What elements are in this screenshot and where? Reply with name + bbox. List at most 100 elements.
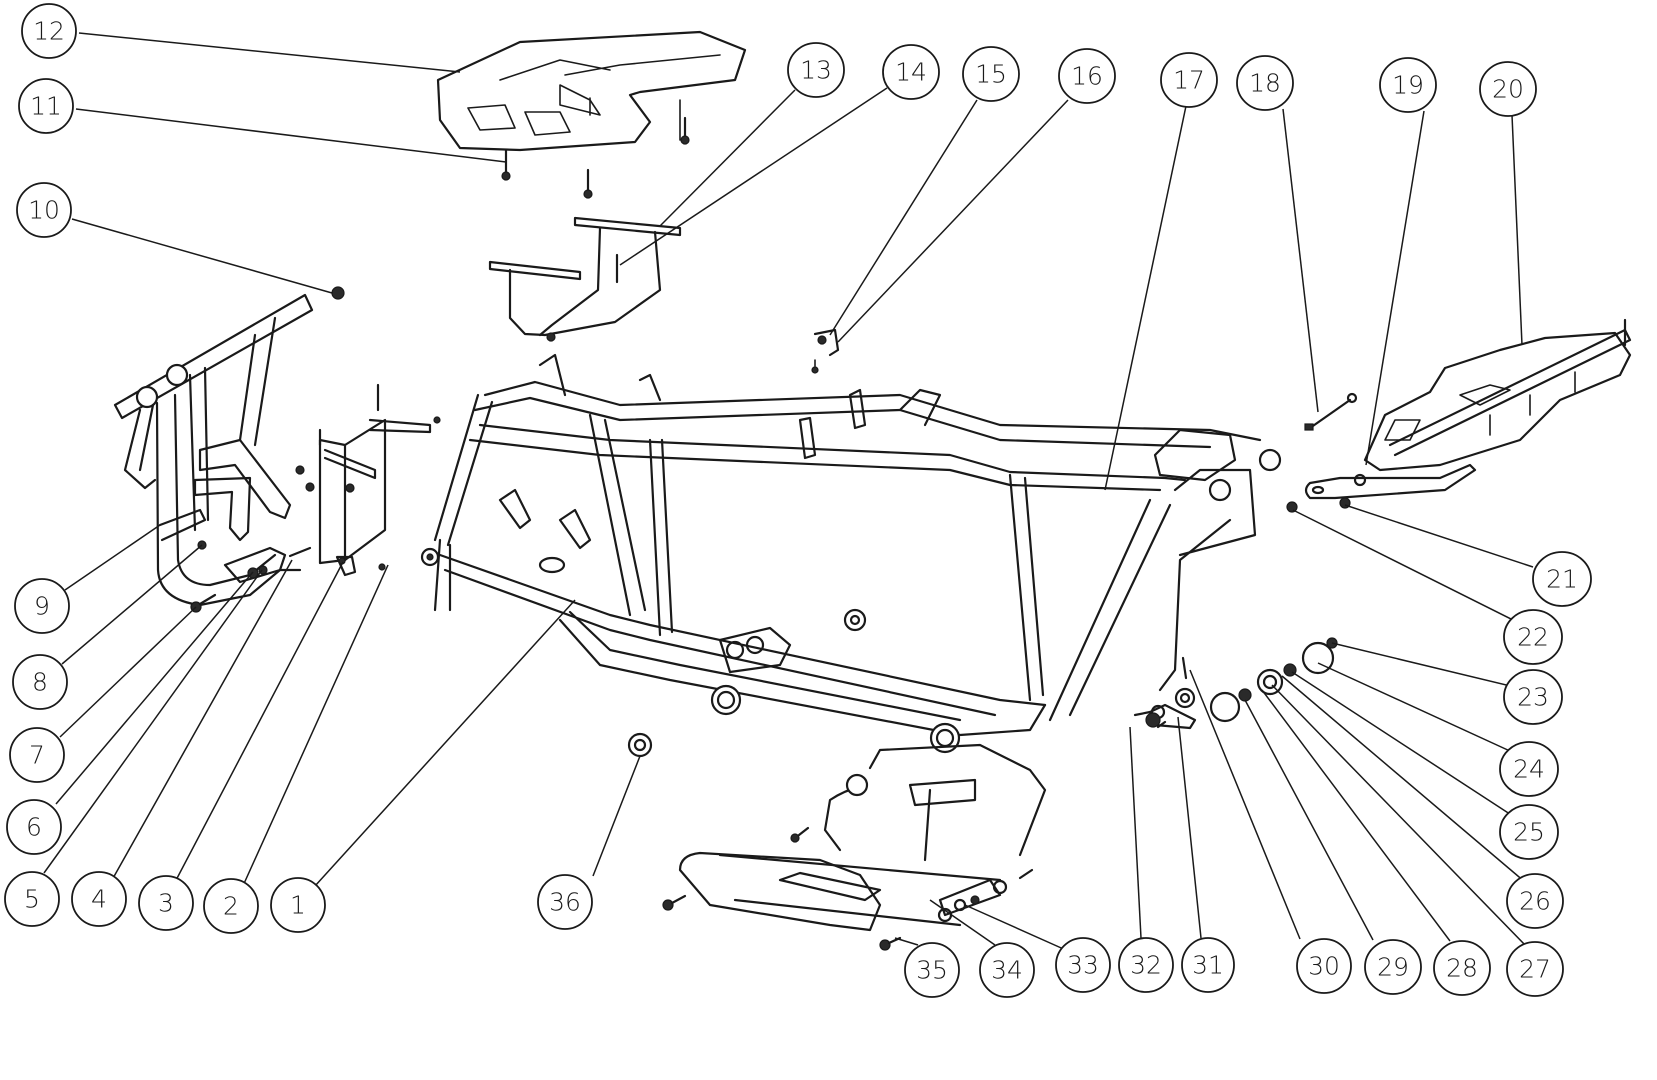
callout-25[interactable]: 25 xyxy=(1499,804,1559,860)
leader-21 xyxy=(1344,504,1534,568)
callout-15[interactable]: 15 xyxy=(962,46,1020,102)
callout-34[interactable]: 34 xyxy=(979,942,1035,998)
callout-30[interactable]: 30 xyxy=(1296,938,1352,994)
callout-7[interactable]: 7 xyxy=(9,727,65,783)
leader-36 xyxy=(592,755,641,877)
svg-text:25: 25 xyxy=(1513,818,1545,847)
callout-24[interactable]: 24 xyxy=(1499,741,1559,797)
callout-17[interactable]: 17 xyxy=(1160,52,1218,108)
parts-layer xyxy=(113,30,1632,951)
svg-text:35: 35 xyxy=(916,956,948,985)
leader-10 xyxy=(71,218,333,294)
leader-8 xyxy=(61,544,203,665)
callout-5[interactable]: 5 xyxy=(4,871,60,927)
callout-21[interactable]: 21 xyxy=(1532,551,1592,607)
callout-36[interactable]: 36 xyxy=(537,874,593,930)
leader-1 xyxy=(314,599,576,887)
leader-11 xyxy=(75,108,507,163)
callouts: 1 2 3 4 5 6 7 8 9 10 11 12 13 14 15 16 1… xyxy=(4,3,1592,998)
svg-text:14: 14 xyxy=(895,58,927,87)
callout-23[interactable]: 23 xyxy=(1503,669,1563,725)
leader-13 xyxy=(659,89,796,227)
main-frame[interactable] xyxy=(420,353,1282,754)
callout-3[interactable]: 3 xyxy=(138,875,194,931)
svg-text:20: 20 xyxy=(1492,75,1524,104)
leader-22 xyxy=(1292,509,1528,628)
rear-rack[interactable] xyxy=(1363,318,1632,472)
callout-28[interactable]: 28 xyxy=(1433,940,1491,996)
svg-text:9: 9 xyxy=(34,592,50,621)
front-rack[interactable] xyxy=(436,30,747,152)
svg-text:34: 34 xyxy=(991,956,1023,985)
callout-10[interactable]: 10 xyxy=(16,182,72,238)
callout-12[interactable]: 12 xyxy=(21,3,77,59)
callout-35[interactable]: 35 xyxy=(904,942,960,998)
rear-nut xyxy=(1286,501,1298,513)
svg-text:17: 17 xyxy=(1173,66,1205,95)
svg-text:6: 6 xyxy=(26,813,42,842)
front-bumper[interactable] xyxy=(113,293,314,607)
svg-text:21: 21 xyxy=(1546,565,1578,594)
small-bracket[interactable] xyxy=(811,328,840,374)
bracket-plate[interactable] xyxy=(305,383,441,577)
svg-text:13: 13 xyxy=(800,56,832,85)
leader-29 xyxy=(1244,699,1374,941)
callout-31[interactable]: 31 xyxy=(1181,937,1235,993)
lower-cradle[interactable] xyxy=(678,743,1047,932)
svg-text:30: 30 xyxy=(1308,952,1340,981)
callout-22[interactable]: 22 xyxy=(1503,609,1563,665)
callout-1[interactable]: 1 xyxy=(270,877,326,933)
callout-13[interactable]: 13 xyxy=(787,42,845,98)
leader-35 xyxy=(894,937,919,946)
callout-4[interactable]: 4 xyxy=(71,871,127,927)
front-rack-bracket[interactable] xyxy=(488,216,682,342)
rack-bolts xyxy=(501,116,690,199)
callout-18[interactable]: 18 xyxy=(1236,55,1294,111)
svg-text:27: 27 xyxy=(1519,955,1551,984)
callout-29[interactable]: 29 xyxy=(1364,939,1422,995)
svg-text:19: 19 xyxy=(1392,71,1424,100)
callout-26[interactable]: 26 xyxy=(1506,873,1564,929)
support-rod[interactable] xyxy=(1304,392,1358,431)
callout-16[interactable]: 16 xyxy=(1058,48,1116,104)
svg-text:2: 2 xyxy=(223,892,239,921)
leader-3 xyxy=(173,561,344,885)
svg-text:5: 5 xyxy=(24,885,40,914)
leader-24 xyxy=(1317,662,1524,758)
svg-text:36: 36 xyxy=(549,888,581,917)
callout-8[interactable]: 8 xyxy=(12,654,68,710)
callout-2[interactable]: 2 xyxy=(203,878,259,934)
rear-rack-support-bar[interactable] xyxy=(1304,463,1477,500)
svg-text:16: 16 xyxy=(1071,62,1103,91)
svg-text:7: 7 xyxy=(29,741,45,770)
callout-32[interactable]: 32 xyxy=(1118,937,1174,993)
callout-33[interactable]: 33 xyxy=(1055,937,1111,993)
callout-11[interactable]: 11 xyxy=(18,78,74,134)
svg-text:15: 15 xyxy=(975,60,1007,89)
leader-33 xyxy=(964,904,1069,952)
svg-text:31: 31 xyxy=(1192,951,1224,980)
svg-text:1: 1 xyxy=(290,891,306,920)
leader-20 xyxy=(1511,114,1523,346)
svg-text:29: 29 xyxy=(1377,953,1409,982)
tube-plug xyxy=(331,286,345,300)
svg-text:12: 12 xyxy=(33,17,65,46)
leader-27 xyxy=(1271,684,1526,946)
callout-6[interactable]: 6 xyxy=(6,799,62,855)
leader-17 xyxy=(1104,105,1187,491)
bushing[interactable] xyxy=(627,732,653,758)
leader-9 xyxy=(64,524,161,591)
leader-18 xyxy=(1282,108,1319,413)
callout-14[interactable]: 14 xyxy=(882,44,940,100)
leader-31 xyxy=(1177,716,1202,939)
svg-text:24: 24 xyxy=(1513,755,1545,784)
callout-27[interactable]: 27 xyxy=(1506,941,1564,997)
callout-20[interactable]: 20 xyxy=(1479,61,1537,117)
callout-19[interactable]: 19 xyxy=(1379,57,1437,113)
leader-32 xyxy=(1129,726,1142,939)
leader-7 xyxy=(59,606,197,738)
leader-12 xyxy=(78,32,461,73)
callout-9[interactable]: 9 xyxy=(14,578,70,634)
svg-text:28: 28 xyxy=(1446,954,1478,983)
svg-text:11: 11 xyxy=(30,92,62,121)
